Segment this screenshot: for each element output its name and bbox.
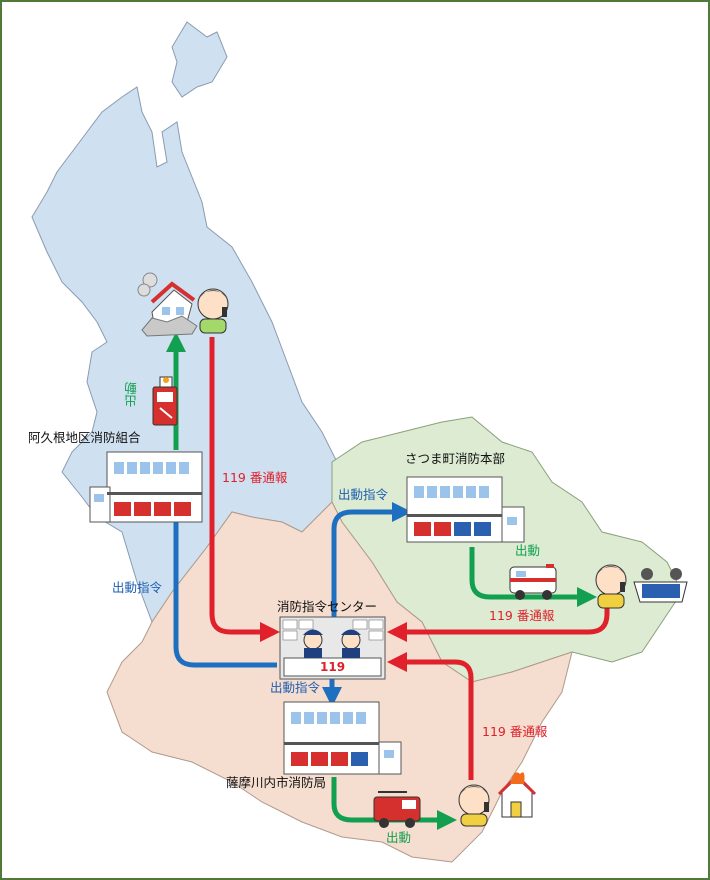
station-label-satsuma: さつま町消防本部 <box>405 451 506 466</box>
station-label-center: 消防指令センター <box>277 599 378 614</box>
station-label-aira: 阿久根地区消防組合 <box>28 430 141 445</box>
station-label-sendai: 薩摩川内市消防局 <box>226 775 327 790</box>
go-label-sendai: 出動 <box>386 830 412 845</box>
call-label-satsuma: 119 番通報 <box>489 608 555 623</box>
console-number: 119 <box>320 660 346 674</box>
fire-station-sendai <box>283 701 402 775</box>
dispatch-arrow-aira <box>166 497 277 668</box>
call-arrow-sendai <box>387 652 474 780</box>
collapsed-house-icon <box>137 272 198 337</box>
region-south <box>106 501 573 863</box>
ambulance-icon <box>509 564 557 600</box>
caller-person-sendai-icon <box>458 784 490 827</box>
go-arrow-satsuma <box>469 547 597 607</box>
fire-station-aira <box>89 451 203 523</box>
burning-house-icon <box>497 772 537 818</box>
operator-icon <box>303 629 361 658</box>
go-label-satsuma: 出動 <box>515 543 541 558</box>
overturned-car-icon <box>633 568 688 603</box>
go-arrow-sendai <box>331 777 457 830</box>
call-label-sendai: 119 番通報 <box>482 724 548 739</box>
fire-truck-icon <box>152 376 178 426</box>
dispatch-arrow-satsuma <box>331 502 412 620</box>
go-label-aira: 出動 <box>124 382 139 407</box>
caller-person-icon <box>197 288 229 334</box>
call-arrow-aira <box>209 337 280 642</box>
fire-station-satsuma <box>406 476 525 543</box>
call-label-aira: 119 番通報 <box>222 470 288 485</box>
command-center-console <box>279 616 386 680</box>
caller-person-satsuma-icon <box>595 564 627 609</box>
dispatch-label-sendai: 出動指令 <box>270 680 321 695</box>
call-arrow-satsuma <box>387 592 610 642</box>
dispatch-label-aira: 出動指令 <box>112 580 163 595</box>
fire-truck-sendai-icon <box>373 791 421 828</box>
dispatch-label-satsuma: 出動指令 <box>338 487 389 502</box>
